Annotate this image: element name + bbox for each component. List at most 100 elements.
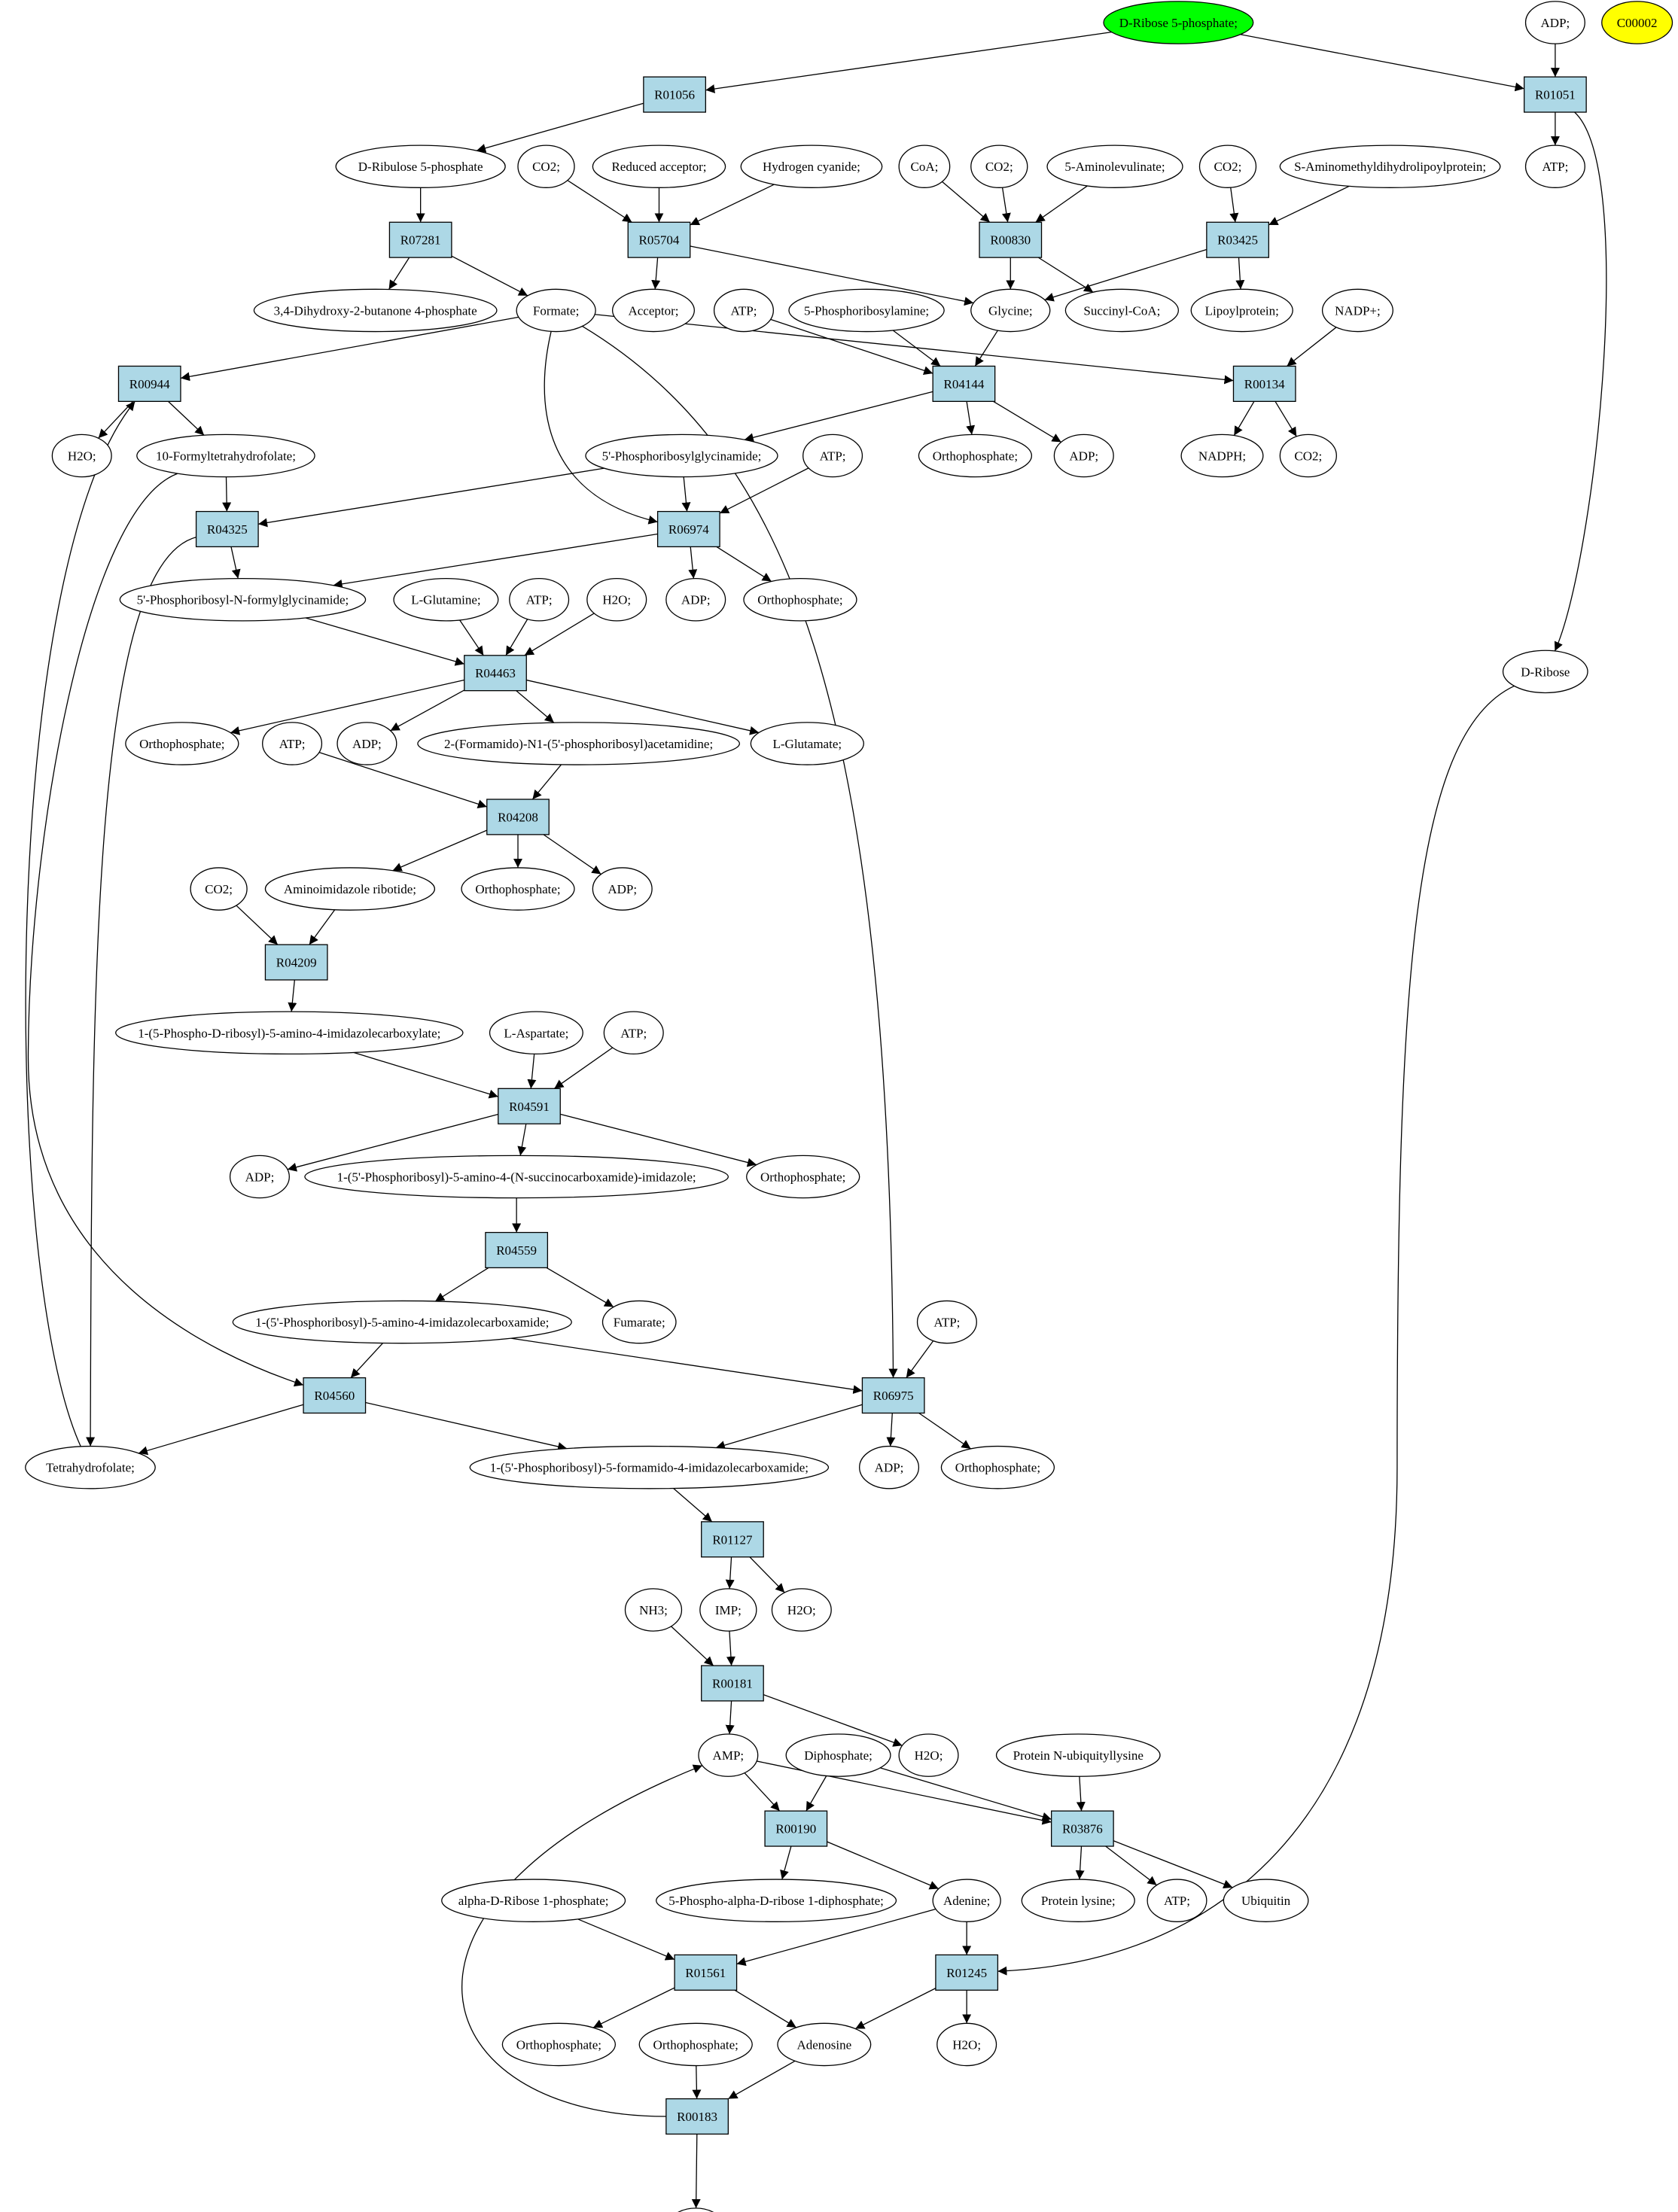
reaction-r00944[interactable]: R00944 <box>117 365 181 402</box>
compound-fumarate[interactable]: Fumarate; <box>601 1300 677 1344</box>
reaction-r03876[interactable]: R03876 <box>1050 1810 1114 1847</box>
compound-lglu[interactable]: L-Glutamate; <box>750 722 864 765</box>
compound-amp[interactable]: AMP; <box>698 1733 759 1777</box>
compound-co2_c[interactable]: CO2; <box>1198 145 1257 188</box>
compound-prpp[interactable]: 5-Phospho-alpha-D-ribose 1-diphosphate; <box>656 1879 897 1922</box>
reaction-r06974[interactable]: R06974 <box>656 510 720 548</box>
compound-h2o_d[interactable]: H2O; <box>898 1733 959 1777</box>
compound-ortho_d[interactable]: Orthophosphate; <box>461 867 575 911</box>
compound-adp_e[interactable]: ADP; <box>229 1155 290 1199</box>
compound-lgln[interactable]: L-Glutamine; <box>393 577 499 622</box>
compound-gar[interactable]: 5'-Phosphoribosylglycinamide; <box>585 434 778 478</box>
reaction-r04209[interactable]: R04209 <box>264 944 328 981</box>
compound-atp_a[interactable]: ATP; <box>713 288 774 333</box>
reaction-r01056[interactable]: R01056 <box>643 76 706 113</box>
compound-diphos[interactable]: Diphosphate; <box>785 1733 891 1777</box>
compound-co2_b[interactable]: CO2; <box>970 145 1028 188</box>
compound-plys[interactable]: Protein lysine; <box>1021 1879 1135 1922</box>
compound-co2_d[interactable]: CO2; <box>1279 434 1337 478</box>
reaction-r01127[interactable]: R01127 <box>701 1521 764 1558</box>
compound-faicar[interactable]: 1-(5'-Phosphoribosyl)-5-formamido-4-imid… <box>469 1445 830 1489</box>
compound-adenine[interactable]: Adenine; <box>932 1879 1001 1922</box>
compound-ortho_a[interactable]: Orthophosphate; <box>918 434 1033 478</box>
compound-atp_c[interactable]: ATP; <box>509 577 570 622</box>
compound-acceptor[interactable]: Acceptor; <box>611 288 695 333</box>
reaction-r04559[interactable]: R04559 <box>485 1231 549 1269</box>
compound-thf[interactable]: Tetrahydrofolate; <box>25 1445 156 1489</box>
compound-coa[interactable]: CoA; <box>898 145 951 188</box>
compound-adp_a[interactable]: ADP; <box>1053 434 1114 478</box>
compound-succoa[interactable]: Succinyl-CoA; <box>1064 288 1180 333</box>
compound-adp_f[interactable]: ADP; <box>859 1445 920 1489</box>
compound-ortho_f[interactable]: Orthophosphate; <box>940 1445 1055 1489</box>
compound-adenosine[interactable]: Adenosine <box>777 2022 872 2067</box>
compound-aicar[interactable]: 1-(5'-Phosphoribosyl)-5-amino-4-imidazol… <box>232 1300 572 1344</box>
compound-atp_d[interactable]: ATP; <box>262 722 323 765</box>
compound-adp_d[interactable]: ADP; <box>592 867 653 911</box>
compound-adp_top[interactable]: ADP; <box>1524 1 1585 44</box>
compound-glycine[interactable]: Glycine; <box>970 288 1051 333</box>
reaction-r07281[interactable]: R07281 <box>388 221 452 258</box>
compound-redacc[interactable]: Reduced acceptor; <box>592 145 726 188</box>
compound-nadph[interactable]: NADPH; <box>1180 434 1264 478</box>
compound-ortho_e[interactable]: Orthophosphate; <box>746 1155 860 1199</box>
reaction-r06975[interactable]: R06975 <box>861 1377 925 1414</box>
compound-nadp[interactable]: NADP+; <box>1321 288 1393 333</box>
compound-samdlp[interactable]: S-Aminomethyldihydrolipoylprotein; <box>1279 145 1501 188</box>
compound-air[interactable]: Aminoimidazole ribotide; <box>264 867 436 911</box>
compound-lasp[interactable]: L-Aspartate; <box>489 1011 583 1055</box>
compound-adp_b[interactable]: ADP; <box>665 577 726 622</box>
compound-atp_top[interactable]: ATP; <box>1524 145 1585 188</box>
compound-ala5[interactable]: 5-Aminolevulinate; <box>1046 145 1183 188</box>
compound-adr1p[interactable]: alpha-D-Ribose 1-phosphate; <box>441 1879 626 1922</box>
reaction-r00134[interactable]: R00134 <box>1232 365 1296 402</box>
reaction-r01051[interactable]: R01051 <box>1524 76 1587 113</box>
compound-imp[interactable]: IMP; <box>699 1588 757 1632</box>
compound-saicar[interactable]: 1-(5'-Phosphoribosyl)-5-amino-4-(N-succi… <box>304 1155 729 1199</box>
reaction-r00181[interactable]: R00181 <box>701 1665 764 1702</box>
compound-co2_e[interactable]: CO2; <box>190 867 248 911</box>
reaction-r01561[interactable]: R01561 <box>674 1954 738 1991</box>
reaction-r04325[interactable]: R04325 <box>195 510 259 548</box>
compound-fgam[interactable]: 2-(Formamido)-N1-(5'-phosphoribosyl)acet… <box>417 722 740 765</box>
reaction-r04208[interactable]: R04208 <box>486 799 550 835</box>
compound-h2o_a[interactable]: H2O; <box>51 434 112 478</box>
compound-prpa[interactable]: 5-Phosphoribosylamine; <box>788 288 945 333</box>
compound-fgar[interactable]: 5'-Phosphoribosyl-N-formylglycinamide; <box>119 577 367 622</box>
compound-ortho_c[interactable]: Orthophosphate; <box>125 722 239 765</box>
reaction-r04144[interactable]: R04144 <box>932 365 996 402</box>
compound-c00002[interactable]: C00002 <box>1601 1 1673 44</box>
compound-nh3[interactable]: NH3; <box>624 1588 683 1632</box>
reaction-r03425[interactable]: R03425 <box>1206 221 1269 258</box>
compound-h2o_e[interactable]: H2O; <box>936 2022 997 2067</box>
compound-h2o_b[interactable]: H2O; <box>586 577 647 622</box>
compound-hcn[interactable]: Hydrogen cyanide; <box>740 145 883 188</box>
compound-pnul[interactable]: Protein N-ubiquityllysine <box>995 1733 1161 1777</box>
compound-atp_e[interactable]: ATP; <box>603 1011 664 1055</box>
compound-dhbp[interactable]: 3,4-Dihydroxy-2-butanone 4-phosphate <box>253 288 498 333</box>
compound-ortho_h[interactable]: Orthophosphate; <box>638 2022 753 2067</box>
compound-atp_g[interactable]: ATP; <box>1147 1879 1207 1922</box>
compound-adp_c[interactable]: ADP; <box>337 722 397 765</box>
reaction-r05704[interactable]: R05704 <box>627 221 691 258</box>
reaction-r01245[interactable]: R01245 <box>935 1954 999 1991</box>
compound-h2o_c[interactable]: H2O; <box>771 1588 832 1632</box>
reaction-r04591[interactable]: R04591 <box>498 1088 561 1124</box>
compound-dribose5p[interactable]: D-Ribose 5-phosphate; <box>1103 1 1254 44</box>
reaction-r00190[interactable]: R00190 <box>764 1810 828 1847</box>
reaction-r04560[interactable]: R04560 <box>303 1377 367 1414</box>
compound-atp_b[interactable]: ATP; <box>802 434 863 478</box>
reaction-r04463[interactable]: R04463 <box>464 655 527 692</box>
compound-dribulose5p[interactable]: D-Ribulose 5-phosphate <box>335 145 506 188</box>
reaction-r00830[interactable]: R00830 <box>979 221 1043 258</box>
compound-ortho_b[interactable]: Orthophosphate; <box>743 577 857 622</box>
compound-co2_a[interactable]: CO2; <box>517 145 575 188</box>
compound-fthf10[interactable]: 10-Formyltetrahydrofolate; <box>136 434 315 478</box>
compound-formate[interactable]: Formate; <box>516 288 596 333</box>
compound-h2o_f[interactable]: H2O; <box>666 2207 726 2212</box>
compound-lipoyl[interactable]: Lipoylprotein; <box>1190 288 1293 333</box>
reaction-r00183[interactable]: R00183 <box>665 2098 729 2135</box>
compound-cair[interactable]: 1-(5-Phospho-D-ribosyl)-5-amino-4-imidaz… <box>115 1011 464 1055</box>
compound-dribose[interactable]: D-Ribose <box>1502 650 1588 694</box>
compound-ortho_g[interactable]: Orthophosphate; <box>501 2022 617 2067</box>
